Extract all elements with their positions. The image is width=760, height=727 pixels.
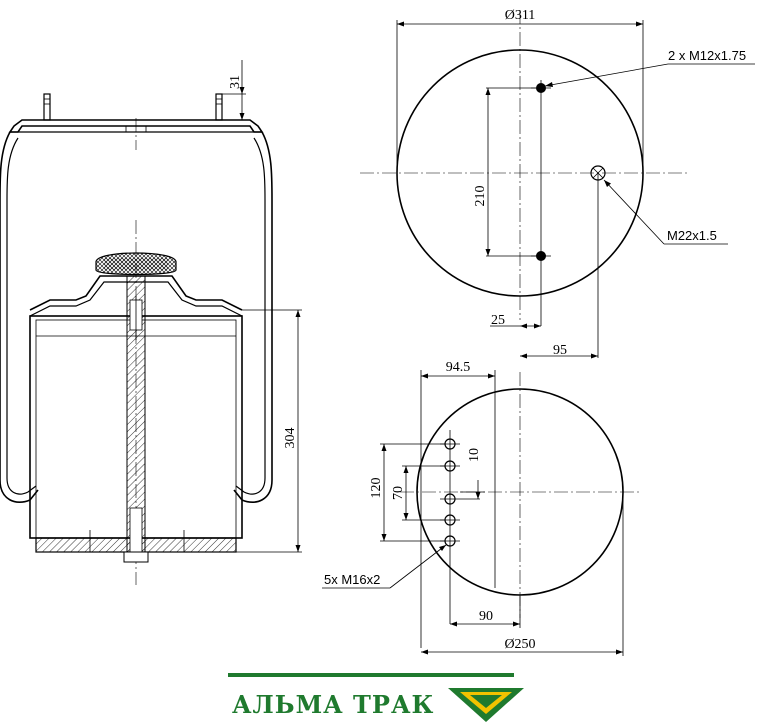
air-inlet-label: M22x1.5 (667, 228, 717, 243)
central-rod (123, 275, 149, 563)
dim-70-label: 70 (391, 486, 406, 500)
rubber-bellow (0, 131, 273, 504)
top-plate (8, 119, 264, 133)
bottom-thread-label: 5x M16x2 (324, 572, 380, 587)
dim-304-label: 304 (283, 428, 298, 449)
dim-95-label: 95 (553, 343, 567, 358)
dim-31-label: 31 (228, 75, 243, 89)
top-thread-label: 2 x M12x1.75 (668, 48, 746, 63)
dim-311-label: Ø311 (505, 8, 536, 23)
dim-90-label: 90 (479, 609, 493, 624)
dimension-body-height: 304 (236, 309, 302, 553)
brand-logo: АЛЬМА ТРАК (228, 673, 524, 722)
dim-25-label: 25 (491, 313, 505, 328)
dim-210-label: 210 (473, 186, 488, 207)
bottom-plate-view: 94.5 120 70 10 5x M16x2 90 (322, 360, 640, 656)
dim-94-5-label: 94.5 (446, 360, 471, 375)
top-stud-left (43, 93, 51, 121)
dimension-top-stud: 31 (222, 60, 246, 121)
dim-120-label: 120 (369, 478, 384, 499)
dim-250-label: Ø250 (504, 637, 535, 652)
top-plate-view: Ø311 210 25 95 2 x M12x1.75 (360, 8, 755, 359)
side-section-view: 31 304 (0, 60, 302, 585)
top-stud-right (215, 93, 223, 121)
bottom-holes (440, 430, 480, 624)
bumper-knob (95, 252, 177, 276)
dim-10-label: 10 (467, 448, 482, 462)
brand-name: АЛЬМА ТРАК (232, 690, 434, 719)
check-mark-icon (448, 688, 524, 722)
